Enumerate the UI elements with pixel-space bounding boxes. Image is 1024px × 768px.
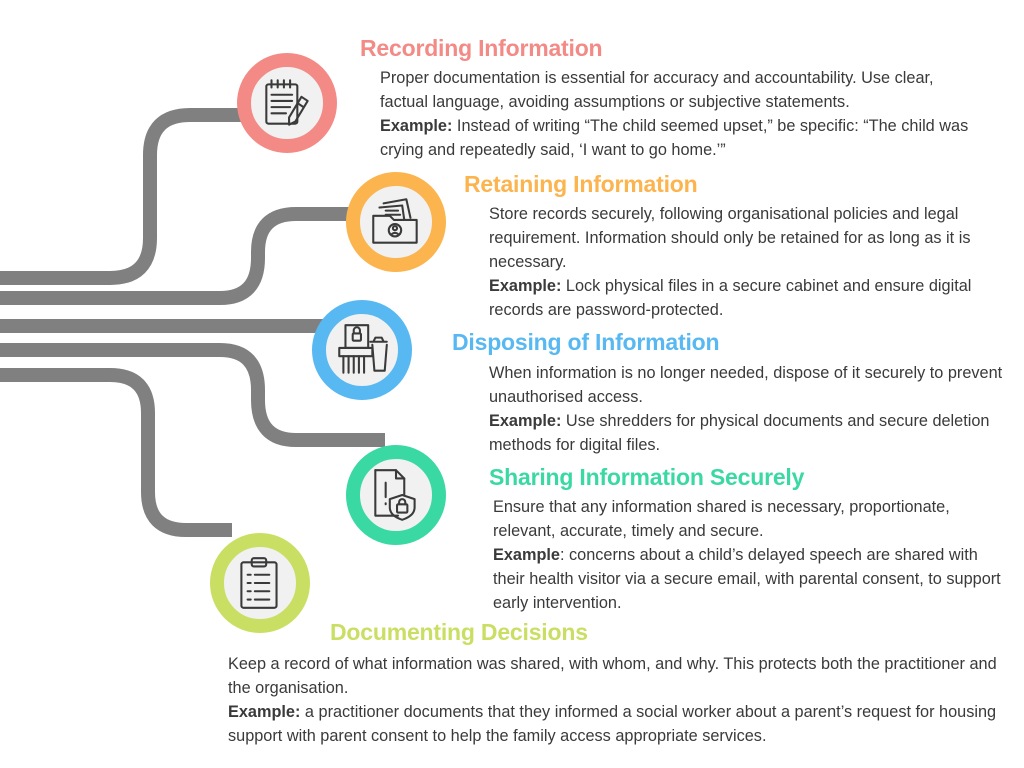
sharing-title: Sharing Information Securely — [489, 464, 805, 490]
retaining-text: Store records securely, following organi… — [489, 202, 989, 322]
shredder-bin-icon — [338, 324, 388, 374]
connector-sharing — [0, 343, 385, 447]
recording-node — [237, 53, 337, 153]
sharing-example-text: : concerns about a child’s delayed speec… — [493, 546, 1001, 612]
documenting-example: Example: a practitioner documents that t… — [228, 700, 1012, 748]
sharing-node — [346, 445, 446, 545]
recording-example: Example: Instead of writing “The child s… — [380, 114, 985, 162]
documenting-example-label: Example: — [228, 703, 301, 721]
connector-retaining — [0, 207, 360, 305]
disposing-title: Disposing of Information — [452, 329, 720, 355]
sharing-example: Example: concerns about a child’s delaye… — [493, 543, 1011, 615]
documenting-description: Keep a record of what information was sh… — [228, 655, 997, 697]
recording-example-label: Example: — [380, 117, 453, 135]
retaining-title: Retaining Information — [464, 171, 698, 197]
sharing-description: Ensure that any information shared is ne… — [493, 498, 950, 540]
documenting-text: Keep a record of what information was sh… — [228, 652, 1012, 748]
disposing-description: When information is no longer needed, di… — [489, 364, 1003, 406]
disposing-example: Example: Use shredders for physical docu… — [489, 409, 1017, 457]
retaining-example-label: Example: — [489, 277, 562, 295]
connector-documenting — [0, 368, 232, 537]
documenting-example-text: a practitioner documents that they infor… — [228, 703, 997, 745]
disposing-example-text: Use shredders for physical documents and… — [489, 412, 990, 454]
recording-description: Proper documentation is essential for ac… — [380, 69, 934, 111]
folder-documents-icon — [372, 198, 418, 244]
retaining-description: Store records securely, following organi… — [489, 205, 971, 271]
retaining-example: Example: Lock physical files in a secure… — [489, 274, 989, 322]
connector-recording — [0, 108, 265, 285]
recording-title: Recording Information — [360, 35, 603, 61]
recording-example-text: Instead of writing “The child seemed ups… — [380, 117, 969, 159]
documenting-node — [210, 533, 310, 633]
document-lock-icon — [374, 469, 416, 521]
clipboard-checklist-icon — [240, 557, 278, 609]
sharing-text: Ensure that any information shared is ne… — [493, 495, 1011, 615]
retaining-node — [346, 172, 446, 272]
disposing-text: When information is no longer needed, di… — [489, 361, 1017, 457]
sharing-example-label: Example — [493, 546, 560, 564]
disposing-example-label: Example: — [489, 412, 562, 430]
disposing-node — [312, 300, 412, 400]
documenting-title: Documenting Decisions — [330, 619, 588, 645]
notepad-pencil-icon — [265, 79, 309, 126]
retaining-example-text: Lock physical files in a secure cabinet … — [489, 277, 972, 319]
recording-text: Proper documentation is essential for ac… — [380, 66, 985, 162]
